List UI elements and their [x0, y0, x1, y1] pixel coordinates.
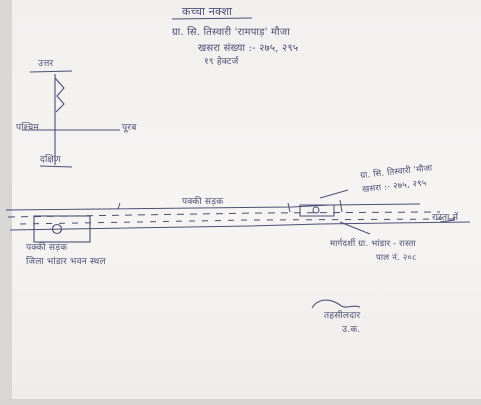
road-top-line	[5, 203, 421, 211]
header-line-2: खसरा संख्या :- २७५, २९५	[198, 43, 299, 54]
road-dashed-line-2	[19, 218, 456, 225]
plot-marker-circle	[312, 206, 320, 214]
compass-north-label: उत्तर	[38, 59, 54, 69]
road	[5, 189, 471, 235]
site-box-circle	[51, 223, 63, 235]
road-bottom-line	[9, 221, 471, 231]
signature-scrawl	[311, 299, 361, 309]
compass-underline	[29, 70, 73, 73]
road-end-label: रास्ता में	[432, 213, 459, 223]
paper-bottom-edge	[0, 399, 481, 405]
header-line-3: १९ हेक्टर्ज	[204, 57, 239, 67]
header-line-1: ग्रा. सि. तिस्वारी 'रामपाड़' मौजा	[172, 27, 291, 38]
compass-rose	[22, 70, 120, 168]
signature-title: तहसीलदार	[324, 311, 361, 321]
paper-left-edge	[0, 0, 12, 405]
road-tick	[287, 202, 291, 213]
road-arrow	[439, 219, 456, 223]
compass-west-label: पश्चिम	[16, 123, 39, 133]
signature-subtitle: उ.क.	[342, 325, 361, 335]
road-label: पक्की सड़क	[182, 197, 224, 207]
site-box	[33, 215, 91, 243]
lower-label-line-2: पाल नं. २०८	[376, 253, 417, 263]
site-box-label-line-1: पक्की सड़क	[26, 243, 68, 253]
compass-east-label: पूरब	[122, 123, 137, 133]
title-underline	[171, 17, 253, 20]
document-title: कच्चा नक्शा	[182, 5, 233, 18]
plot-marker-box	[299, 204, 335, 217]
road-mid-tick	[117, 202, 121, 210]
plot-marker	[299, 204, 335, 217]
compass-arrow-flag	[54, 77, 65, 113]
road-tick	[339, 199, 343, 213]
site-box-outline	[33, 215, 91, 243]
site-box-label-line-2: जिला भांडार भवन स्थल	[26, 257, 106, 267]
compass-south-underline	[39, 165, 73, 168]
diagonal-link	[339, 221, 371, 235]
compass-south-label: दक्षिण	[40, 155, 61, 165]
road-dashed-line-1	[7, 211, 441, 218]
lower-label-line-1: मार्गदर्शी ग्रा. भांडार - रास्ता	[330, 239, 416, 249]
leader-line	[319, 189, 349, 199]
